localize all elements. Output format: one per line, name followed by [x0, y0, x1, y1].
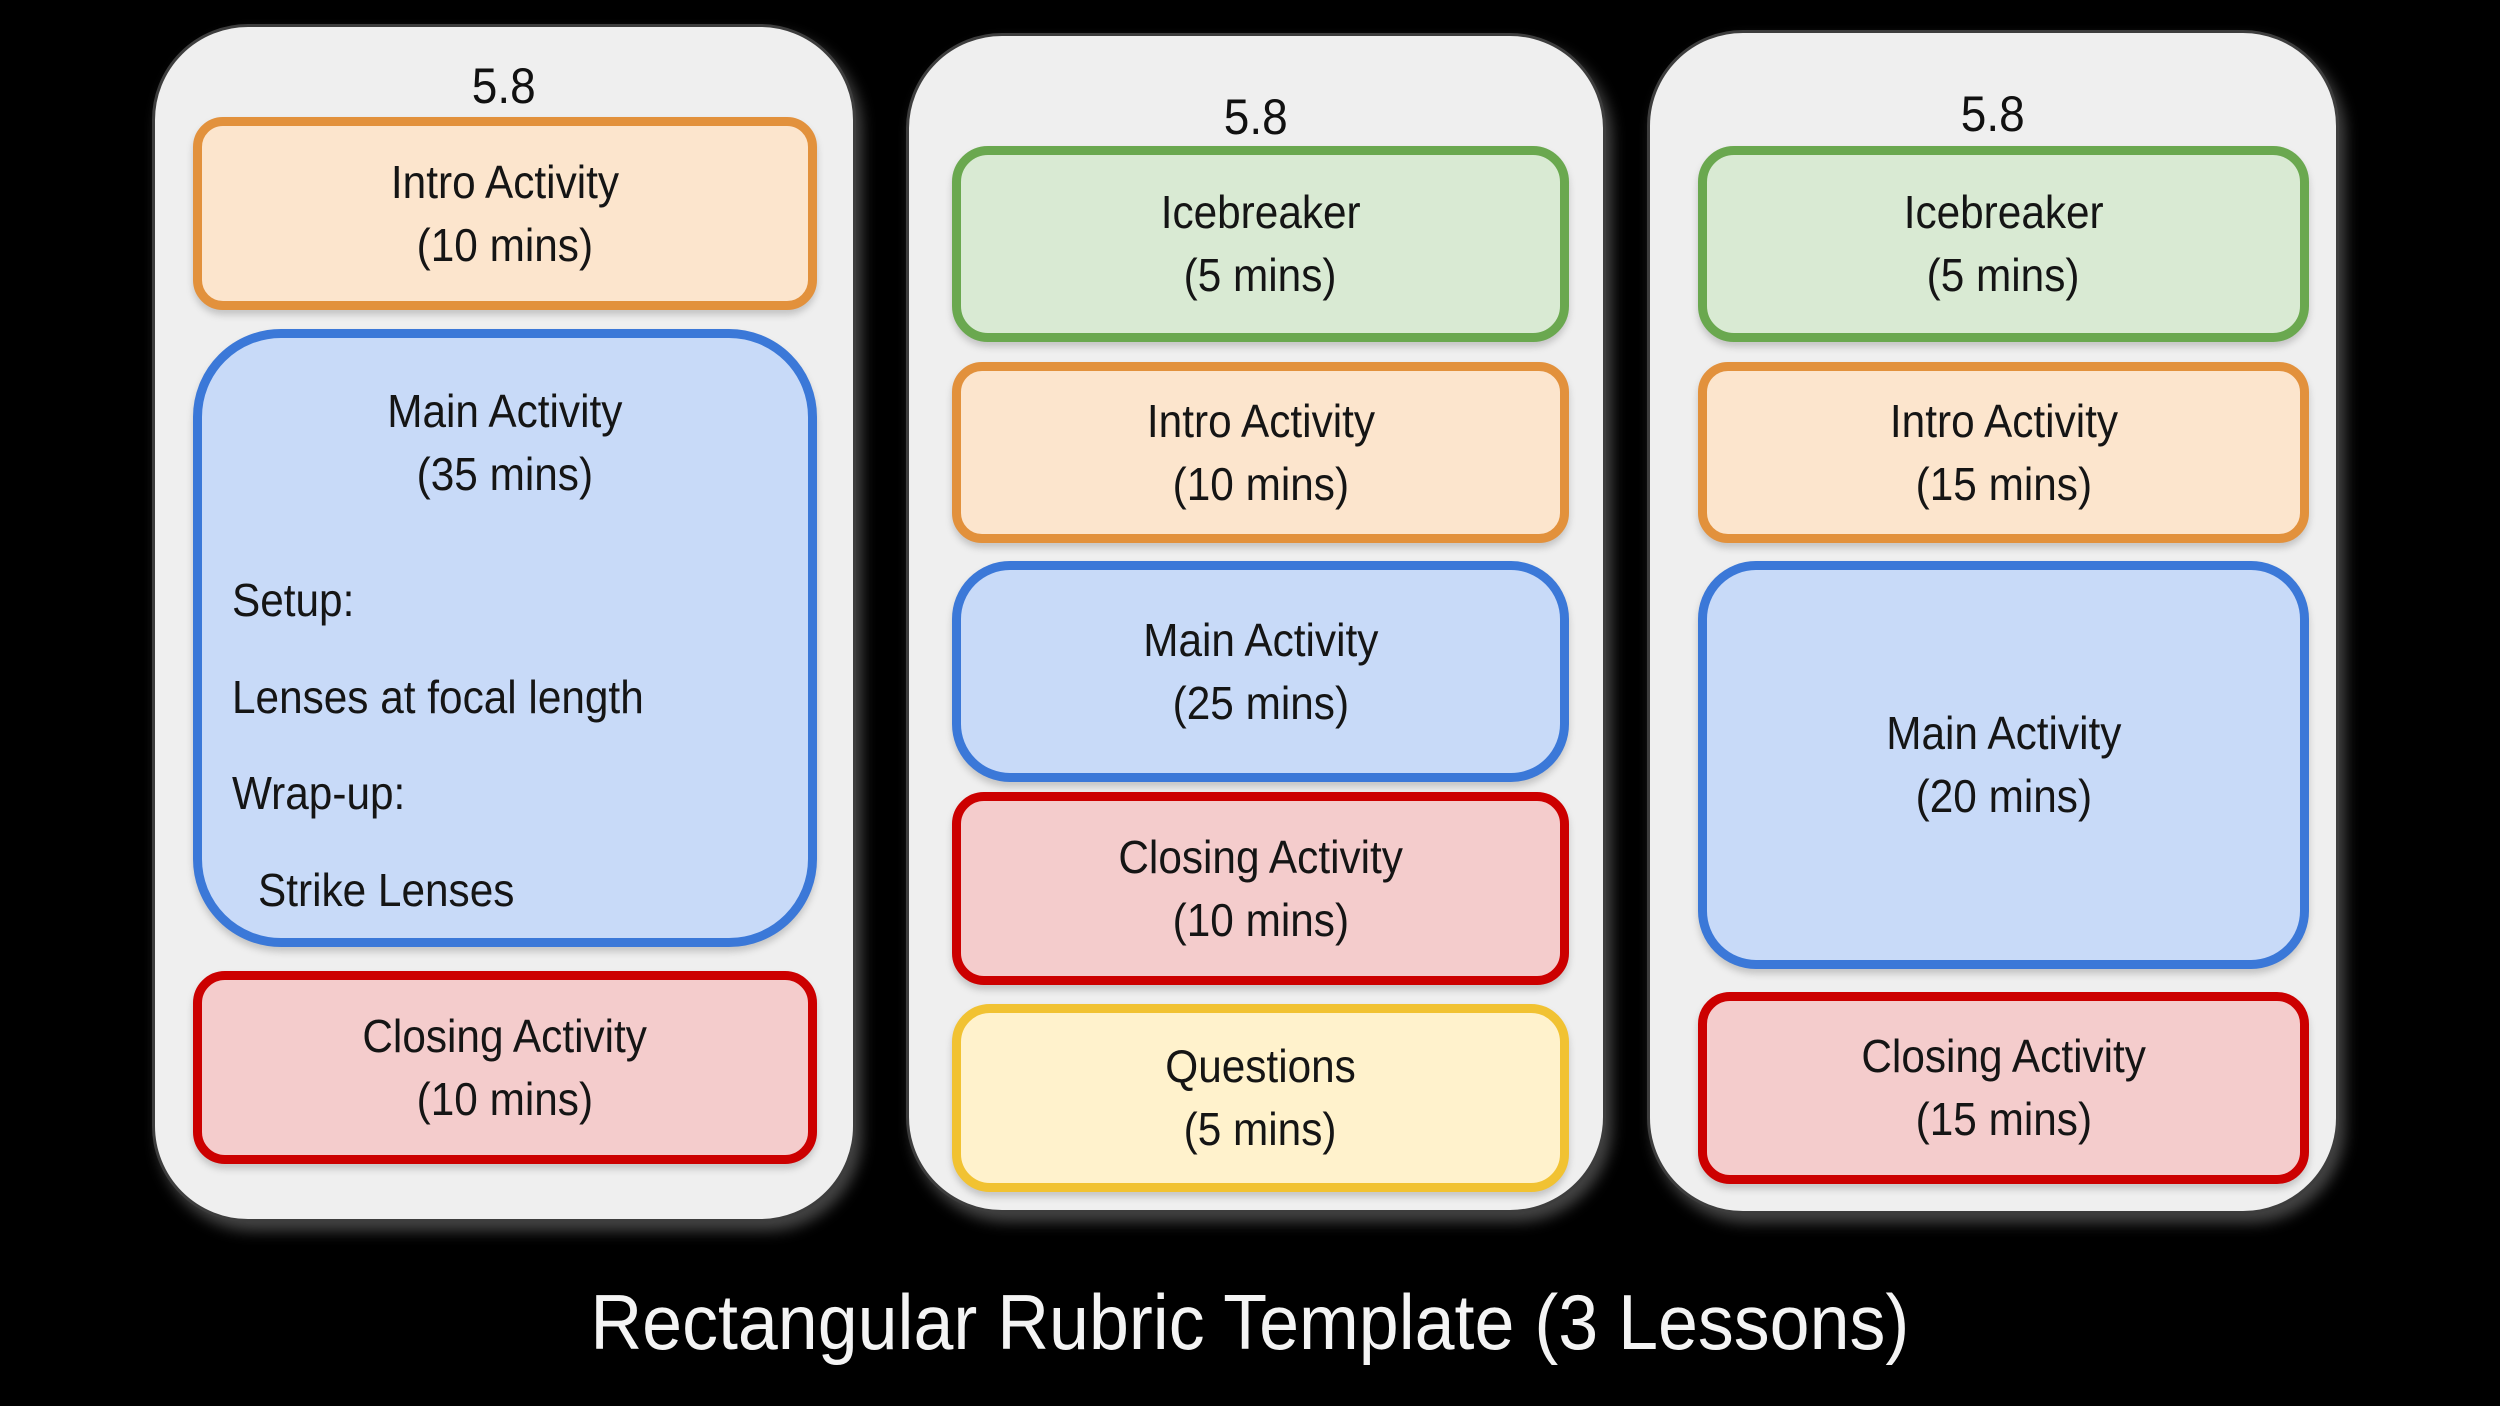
- card-version-label: 5.8: [909, 92, 1603, 142]
- note-wrapup-heading: Wrap-up:: [232, 767, 406, 820]
- icebreaker-block: Icebreaker (5 mins): [952, 146, 1569, 342]
- diagram-title-text: Rectangular Rubric Template (3 Lessons): [590, 1278, 1910, 1366]
- block-title: Main Activity: [1885, 707, 2122, 760]
- diagram-title: Rectangular Rubric Template (3 Lessons): [0, 1283, 2500, 1361]
- block-title: Intro Activity: [1146, 394, 1375, 447]
- card-version-label: 5.8: [155, 61, 853, 111]
- block-duration: (10 mins): [1172, 893, 1349, 946]
- main-activity-notes: Setup: Lenses at focal length Wrap-up: S…: [202, 569, 808, 955]
- block-duration: (35 mins): [416, 447, 594, 500]
- intro-activity-block: Intro Activity (10 mins): [193, 117, 817, 310]
- block-title: Icebreaker: [1160, 186, 1361, 239]
- block-duration: (10 mins): [416, 1072, 594, 1125]
- lesson-card-1: 5.8 Intro Activity (10 mins) Main Activi…: [152, 24, 856, 1222]
- note-setup-detail: Lenses at focal length: [232, 670, 644, 723]
- intro-activity-block: Intro Activity (15 mins): [1698, 362, 2309, 543]
- block-duration: (20 mins): [1915, 770, 2092, 822]
- block-duration: (5 mins): [1184, 249, 1337, 301]
- card-version-text: 5.8: [1224, 89, 1288, 145]
- closing-activity-block: Closing Activity (15 mins): [1698, 992, 2309, 1184]
- block-title: Intro Activity: [1889, 394, 2118, 447]
- lesson-card-3: 5.8 Icebreaker (5 mins) Intro Activity (…: [1647, 30, 2339, 1214]
- intro-activity-block: Intro Activity (10 mins): [952, 362, 1569, 543]
- block-title: Questions: [1165, 1040, 1356, 1093]
- main-activity-block: Main Activity (20 mins): [1698, 561, 2309, 969]
- lesson-card-2: 5.8 Icebreaker (5 mins) Intro Activity (…: [906, 33, 1606, 1213]
- questions-block: Questions (5 mins): [952, 1004, 1569, 1192]
- block-duration: (10 mins): [1172, 457, 1349, 510]
- icebreaker-block: Icebreaker (5 mins): [1698, 146, 2309, 342]
- card-version-text: 5.8: [472, 58, 536, 114]
- block-duration: (5 mins): [1184, 1103, 1337, 1155]
- block-title: Main Activity: [387, 385, 623, 437]
- card-version-label: 5.8: [1650, 89, 2336, 139]
- block-title: Icebreaker: [1903, 186, 2104, 239]
- block-duration: (5 mins): [1927, 249, 2080, 301]
- block-duration: (15 mins): [1915, 457, 2092, 510]
- main-activity-block: Main Activity (35 mins) Setup: Lenses at…: [193, 329, 817, 947]
- closing-activity-block: Closing Activity (10 mins): [952, 792, 1569, 985]
- card-version-text: 5.8: [1961, 86, 2025, 142]
- block-duration: (15 mins): [1915, 1093, 2092, 1145]
- closing-activity-block: Closing Activity (10 mins): [193, 971, 817, 1164]
- note-wrapup-detail: Strike Lenses: [258, 863, 515, 916]
- block-title: Intro Activity: [390, 155, 620, 208]
- block-duration: (10 mins): [416, 218, 594, 271]
- block-title: Closing Activity: [1861, 1030, 2146, 1083]
- block-duration: (25 mins): [1172, 676, 1349, 729]
- block-title: Closing Activity: [1118, 830, 1403, 883]
- note-setup-heading: Setup:: [232, 574, 355, 627]
- main-activity-block: Main Activity (25 mins): [952, 561, 1569, 782]
- block-title: Closing Activity: [362, 1009, 648, 1062]
- block-title: Main Activity: [1142, 613, 1379, 666]
